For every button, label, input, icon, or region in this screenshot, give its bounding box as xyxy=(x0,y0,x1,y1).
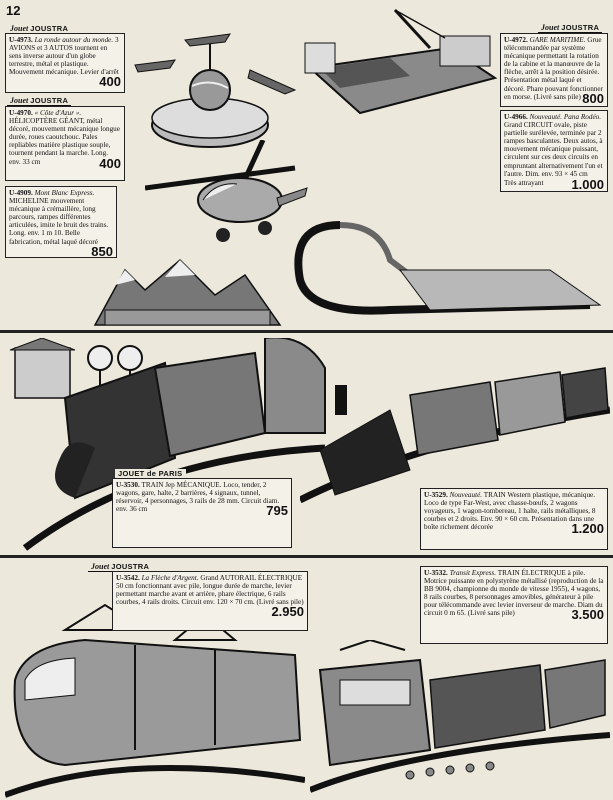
item-u3532: U-3532. Transit Express. TRAIN ÉLECTRIQU… xyxy=(420,566,608,644)
globe-ride-illustration xyxy=(134,33,297,148)
page-number: 12 xyxy=(6,3,21,18)
harbour-station-illustration xyxy=(304,8,498,115)
item-u3530: U-3530. TRAIN Jep MÉCANIQUE. Loco, tende… xyxy=(112,478,292,548)
item-u4966: U-4966. Nouveauté. Pana Rodéo. Grand CIR… xyxy=(500,110,608,192)
item-u4970: U-4970. « Côte d'Azur ». HÉLICOPTÈRE GÉA… xyxy=(5,106,125,181)
section-divider xyxy=(0,330,613,333)
western-train-illustration xyxy=(300,367,610,504)
brand-joustra-tag: Jouet JOUSTRA xyxy=(7,96,72,106)
price: 400 xyxy=(99,74,121,90)
price: 800 xyxy=(582,90,604,106)
electric-train-illustration xyxy=(310,640,610,793)
item-u3542: U-3542. La Flèche d'Argent. Grand AUTORA… xyxy=(112,571,308,631)
oval-circuit-illustration xyxy=(294,221,602,315)
item-u4972: U-4972. GARE MARITIME. Grue télécommandé… xyxy=(500,33,608,107)
item-u4909: U-4909. Mont Blanc Express. MICHELINE mo… xyxy=(5,186,117,258)
price: 850 xyxy=(91,243,113,258)
helicopter-illustration xyxy=(145,140,308,242)
item-u3529: U-3529. Nouveauté. TRAIN Western plastiq… xyxy=(420,488,608,550)
price: 3.500 xyxy=(571,607,604,623)
item-u4973: U-4973. La ronde autour du monde. 3 AVIO… xyxy=(5,33,125,93)
price: 1.200 xyxy=(571,521,604,537)
brand-joustra-tag: Jouet JOUSTRA xyxy=(538,23,603,33)
price: 400 xyxy=(99,155,121,171)
price: 795 xyxy=(266,503,288,519)
section-divider xyxy=(0,555,613,558)
mont-blanc-express-illustration xyxy=(93,258,282,326)
price: 2.950 xyxy=(271,604,304,620)
price: 1.000 xyxy=(571,176,604,192)
